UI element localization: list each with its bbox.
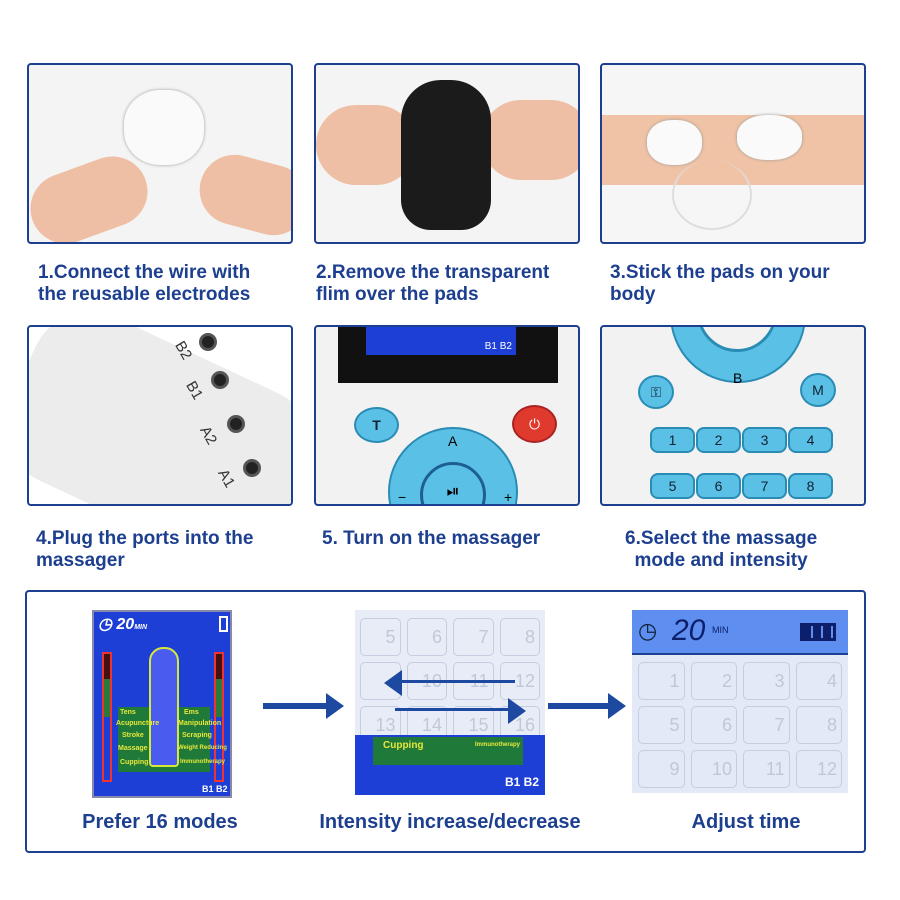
step6-image: B ⚿ M 1 2 3 4 5 6 7 8 [600,325,866,506]
lcd-16-modes: ◷ 20MIN Tens Acupuncture Stroke Massage … [92,610,232,798]
caption-modes: Prefer 16 modes [82,811,238,833]
step5-caption: 5. Turn on the massager [322,528,541,549]
t-button: T [354,407,399,443]
arrow-right-icon [395,698,526,724]
arrow-right-icon [548,693,626,719]
lcd-intensity: 567810111213141516 Cupping Immunotherapy… [355,610,545,795]
step2-image [314,63,580,244]
step4-image: B2 B1 A2 A1 [27,325,293,506]
arrow-left-icon [400,680,515,683]
caption-intensity: Intensity increase/decrease [319,811,581,833]
step3-image [600,63,866,244]
arrow-right-icon [263,693,344,719]
features-box [25,590,866,853]
power-button: ⏻ [512,405,557,443]
step1-image [27,63,293,244]
caption-time: Adjust time [691,811,801,833]
step5-image: B1 B2 T ⏻ A − + ⏯ [314,325,580,506]
electrode-pad [124,90,204,165]
